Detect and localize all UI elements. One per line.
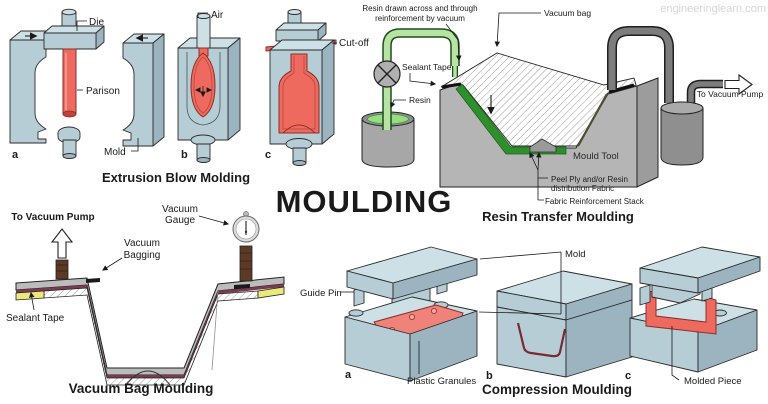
die-block [43,8,105,50]
stage-letter-a-cm: a [345,369,352,381]
moulded-part-outline [125,370,171,386]
extrusion-blow-molding-diagram: Die Parison Mold a [9,8,369,185]
stage-letter-c-cm: c [625,370,631,382]
inflating-parison [190,47,216,118]
label-parison: Parison [86,86,120,97]
cm-stage-c: c [625,246,761,382]
label-resin-drawn-2: reinforcement by vacuum [375,14,465,23]
cm-stage-b: b [486,270,633,382]
label-cutoff: Cut-off [339,38,369,49]
label-mould-tool: Mould Tool [573,151,619,162]
vacuum-port [50,228,74,280]
stage-letter-a: a [12,149,19,161]
label-die: Die [89,17,104,28]
vacuum-line [607,26,753,166]
label-peel-ply-1: Peel Ply and/or Resin [551,175,628,184]
sealant-tape-right [257,286,285,299]
vacuum-gauge [232,211,260,282]
label-sealant-tape-rtm: Sealant Tape [402,62,452,72]
ebm-stage-b: Air b [177,10,241,163]
resin-supply [361,28,460,168]
extrusion-title: Extrusion Blow Molding [102,170,250,185]
label-vacuum-bagging-1: Vacuum [124,238,160,249]
compression-moulding-diagram: a b c Mold [300,246,761,397]
ebm-stage-a: Die Parison Mold a [9,8,165,161]
label-guide-pin: Guide Pin [300,288,342,299]
label-peel-ply-2: distribution Fabric [551,184,614,193]
label-mold-cm: Mold [565,249,586,260]
air-tube [196,15,211,49]
catch-pot [660,107,704,166]
label-fabric-stack: Fabric Reinforcement Stack [545,197,645,206]
stage-letter-c: c [265,149,271,161]
label-vacuum-gauge-1: Vacuum [162,204,198,215]
parison-shape [62,48,77,118]
blown-bottle [278,53,320,134]
closed-cavity-outline [516,322,567,358]
label-resin-drawn-1: Resin drawn across and through [362,4,477,13]
label-to-vacuum-pump-vbm: To Vacuum Pump [11,212,94,223]
label-mold: Mold [104,147,126,158]
resin-transfer-title: Resin Transfer Moulding [482,209,634,224]
up-arrow-icon [50,228,74,259]
label-vacuum-bag: Vacuum bag [544,8,591,18]
sealant-tape-left [15,290,45,301]
stage-letter-b: b [181,149,188,161]
label-vacuum-bagging-2: Bagging [124,250,161,261]
page-title: MOULDING [276,184,453,219]
compression-title: Compression Moulding [482,382,632,397]
watermark: engineeringlearn.com [660,3,766,15]
label-vacuum-gauge-2: Gauge [165,215,195,226]
ebm-stage-c: Cut-off c [265,9,369,166]
stage-letter-b-cm: b [486,370,493,382]
mold-half-right [122,42,154,147]
label-molded-piece: Molded Piece [684,376,742,387]
label-to-vacuum-pump-rtm: To Vacuum Pump [697,89,764,99]
to-pump-arrow-icon [724,73,753,96]
label-plastic-granules: Plastic Granules [407,376,476,387]
peel-ply-stack [529,138,557,153]
resin-transfer-moulding-diagram: Resin drawn across and through reinforce… [361,4,764,224]
label-air: Air [211,10,224,21]
cm-stage-a: a [344,246,478,382]
vacuum-bag-moulding-diagram: To Vacuum Pump Vacuum Gauge Vacuum Baggi… [6,204,285,396]
label-resin: Resin [409,95,431,105]
vacuum-bag-title: Vacuum Bag Moulding [69,381,214,396]
blow-pin [57,126,81,159]
mold-half-left [9,39,47,144]
label-sealant-tape-vbm: Sealant Tape [6,313,65,324]
